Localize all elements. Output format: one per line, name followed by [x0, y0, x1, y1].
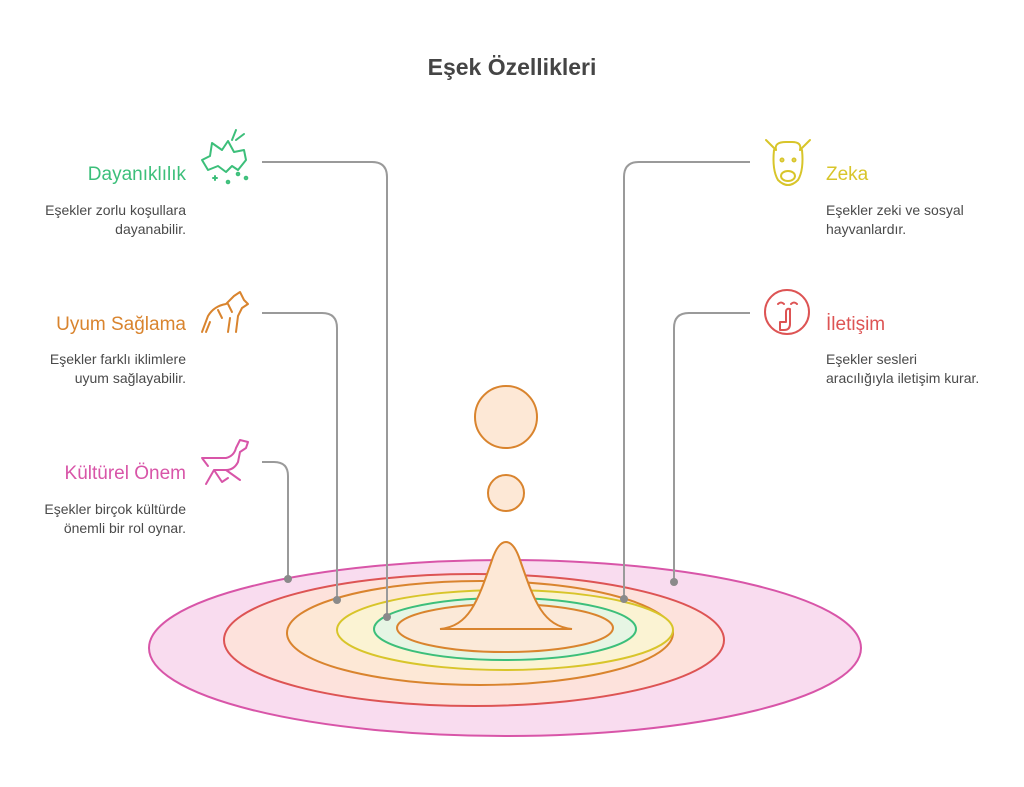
label-uyum: Uyum Sağlama [56, 314, 186, 335]
connector-dot [333, 596, 341, 604]
desc-uyum: Eşekler farklı iklimlere uyum sağlayabil… [49, 351, 186, 386]
connector-kulturel [262, 461, 289, 579]
donkey-head-icon [765, 139, 811, 186]
shush-face-icon [764, 289, 810, 335]
connector-dot [284, 575, 292, 583]
donkey-kicking-icon [201, 129, 249, 185]
label-dayaniklilik: Dayanıklılık [87, 164, 186, 185]
label-iletisim: İletişim [826, 314, 886, 335]
connector-dot [620, 595, 628, 603]
connector-dot [383, 613, 391, 621]
desc-kulturel: Eşekler birçok kültürde önemli bir rol o… [44, 501, 186, 536]
label-kulturel: Kültürel Önem [64, 463, 186, 484]
connector-uyum [262, 312, 338, 600]
connector-iletisim [673, 312, 750, 582]
connector-dayaniklilik [262, 161, 388, 617]
connector-zeka [623, 161, 750, 599]
splash-peak [439, 541, 573, 630]
running-donkey-icon [201, 439, 249, 485]
desc-zeka: Eşekler zeki ve sosyal hayvanlardır. [826, 202, 964, 237]
desc-iletisim: Eşekler sesleri aracılığıyla iletişim ku… [826, 351, 980, 386]
label-zeka: Zeka [826, 164, 869, 185]
droplet-small [487, 474, 525, 512]
wild-animal-icon [201, 291, 249, 333]
connector-dot [670, 578, 678, 586]
diagram-title: Eşek Özellikleri [427, 54, 597, 80]
droplet-large [474, 385, 538, 449]
desc-dayaniklilik: Eşekler zorlu koşullara dayanabilir. [45, 202, 186, 237]
